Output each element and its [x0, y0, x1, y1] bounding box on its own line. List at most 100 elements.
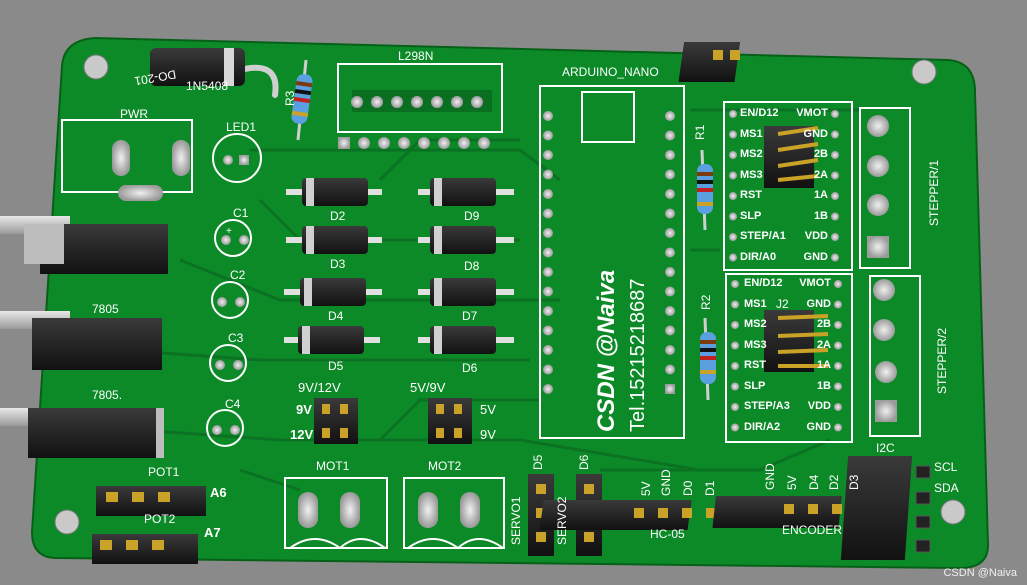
j1-left-pin-label: EN/D12: [740, 107, 779, 119]
nano-pin-pad: [543, 247, 553, 258]
nano-pin-pad: [543, 169, 553, 180]
diode-d3: [286, 226, 382, 254]
hc-pin-d1: D1: [703, 480, 717, 496]
regulator-7805-mid: [0, 311, 162, 370]
watermark: CSDN @Naiva: [943, 567, 1017, 579]
diode-d2: [286, 178, 382, 206]
diode-part-label: 1N5408: [186, 79, 229, 93]
j1-left-pin-label: SLP: [740, 209, 762, 222]
j1-left-pin-label: MS2: [740, 148, 763, 160]
d7-label: D7: [462, 309, 478, 323]
nano-pin-pad: [543, 286, 553, 297]
driver-pin-pad: [729, 110, 737, 118]
nano-pin-pad: [543, 189, 553, 199]
pot2-label: POT2: [144, 512, 176, 526]
nano-pin-pad: [543, 150, 553, 160]
driver-pin-pad: [731, 300, 739, 309]
j1-right-pin-label: VDD: [804, 230, 828, 242]
j1-left-pin-label: STEP/A1: [740, 230, 786, 242]
j1-left-pin-label: RST: [740, 189, 762, 201]
j2-left-pin-label: MS3: [744, 338, 767, 351]
d4-label: D4: [328, 309, 344, 323]
capacitor-pads: [212, 235, 249, 435]
driver-pin-pad: [834, 423, 842, 432]
volt2-title: 5V/9V: [410, 380, 446, 395]
j1-left-pin-label: DIR/A0: [740, 250, 777, 263]
driver-pin-pad: [731, 382, 739, 391]
d8-label: D8: [464, 259, 480, 273]
arduino-nano-footprint: [539, 85, 685, 439]
arduino-label: ARDUINO_NANO: [562, 65, 659, 79]
driver-pin-pad: [731, 403, 739, 411]
hc-pin-d0: D0: [681, 480, 695, 496]
driver-pin-pad: [729, 151, 737, 159]
nano-pin-pad: [665, 325, 675, 336]
nano-pin-pad: [665, 306, 675, 316]
resistor-r3: [291, 59, 313, 141]
pwr-connector: [61, 119, 193, 201]
d6-label: D6: [462, 361, 478, 375]
r1-label: R1: [693, 124, 707, 140]
resistor-r2: [700, 317, 716, 401]
nano-pin-pad: [665, 130, 675, 141]
hc-pin-5v: 5V: [639, 481, 653, 496]
j1-left-pin-label: MS3: [740, 168, 763, 181]
j2-left-pin-label: RST: [744, 359, 766, 371]
servo1-label: SERVO1: [509, 496, 523, 545]
pcb-board: [30, 36, 990, 570]
nano-pin-pad: [543, 325, 553, 336]
nano-pin-pad: [665, 189, 675, 199]
top-header: [678, 42, 741, 82]
volt2-b-label: 9V: [480, 427, 496, 442]
diode-d6: [418, 326, 514, 354]
d3-label: D3: [330, 257, 346, 271]
d9-label: D9: [464, 209, 480, 223]
nano-pin-pad: [543, 208, 553, 219]
a7-label: A7: [204, 525, 221, 540]
nano-pin-pad: [665, 286, 675, 297]
j2-right-pin-label: 1B: [816, 379, 831, 392]
j2-right-pin-label: 1A: [816, 359, 831, 371]
enc-pin-d4: D4: [807, 474, 821, 490]
j2-left-pin-label: STEP/A3: [744, 400, 790, 412]
j2-right-pin-label: GND: [806, 420, 831, 433]
nano-pin-pad: [665, 111, 675, 121]
diode-d7: [418, 278, 514, 306]
sda-label: SDA: [934, 481, 959, 495]
driver-pin-pad: [831, 110, 839, 118]
nano-pin-pad: [543, 228, 553, 238]
driver-pin-pad: [729, 171, 737, 180]
j1-right-pin-label: 1A: [813, 189, 828, 201]
driver-pin-pad: [731, 341, 739, 350]
d5-label: D5: [328, 359, 344, 373]
nano-pin-pad: [665, 364, 675, 375]
l298n-footprint: [337, 63, 503, 149]
encoder-label: ENCODER: [782, 523, 843, 537]
diode-d9: [418, 178, 514, 206]
j2-right-pin-label: GND: [806, 297, 831, 310]
driver-pin-pad: [834, 300, 842, 309]
d2-label: D2: [330, 209, 346, 223]
jumper-j1: [764, 126, 819, 188]
driver-pin-pad: [731, 362, 739, 370]
j1-right-pin-label: VMOT: [796, 107, 828, 119]
volt1-b-label: 12V: [290, 427, 314, 442]
driver-pin-pad: [834, 362, 842, 370]
j2-left-pin-label: MS2: [744, 318, 767, 330]
driver-pin-pad: [834, 403, 842, 411]
j1-right-pin-label: 1B: [813, 209, 828, 222]
mounting-holes: [54, 54, 966, 535]
driver-pin-pad: [831, 192, 839, 200]
mot1-terminal: [284, 477, 388, 550]
driver-pin-pad: [831, 171, 839, 180]
led1-footprint: [212, 133, 262, 183]
driver-pin-pad: [831, 151, 839, 159]
driver-pin-pad: [729, 253, 737, 262]
enc-pin-d2: D2: [827, 474, 841, 490]
j1-right-pin-label: GND: [803, 250, 828, 263]
c4-label: C4: [225, 397, 241, 411]
diode-d4: [284, 278, 382, 306]
capacitors: [206, 219, 252, 447]
enc-pin-5v: 5V: [785, 475, 799, 490]
